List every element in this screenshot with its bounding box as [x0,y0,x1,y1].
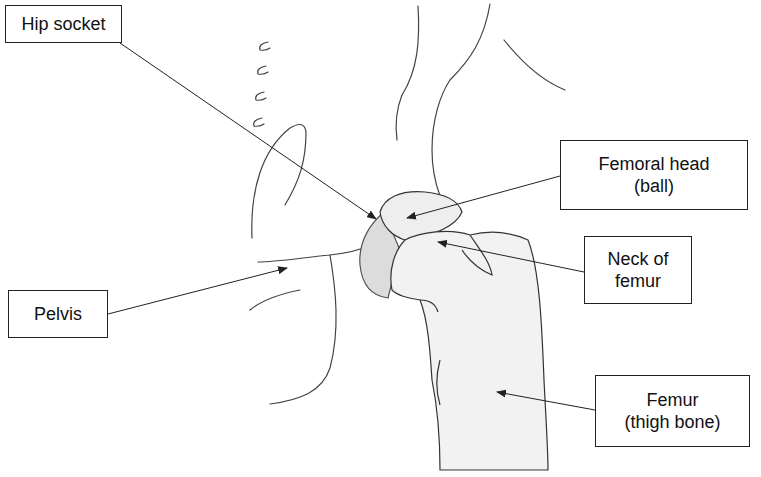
label-box: Femur (thigh bone) [595,375,750,447]
label-box: Hip socket [5,5,122,43]
part-label: Hip socket [9,13,119,35]
label-box: Neck of femur [584,236,692,304]
label-text-group: Femoral head (ball) [592,153,717,197]
part-label: Neck of femur [598,248,678,292]
part-label: Femoral head (ball) [592,153,717,197]
label-text-group: Femur (thigh bone) [623,389,722,433]
label-text-group: Hip socket [9,13,119,35]
label-box: Pelvis [8,290,108,338]
femur-sketch [360,192,548,470]
label-box: Femoral head (ball) [560,140,748,210]
label-text-group: Pelvis [13,303,103,325]
label-text-group: Neck of femur [598,248,678,292]
part-label: Pelvis [13,303,103,325]
leader-lines [108,43,595,410]
part-label: Femur (thigh bone) [623,389,722,433]
